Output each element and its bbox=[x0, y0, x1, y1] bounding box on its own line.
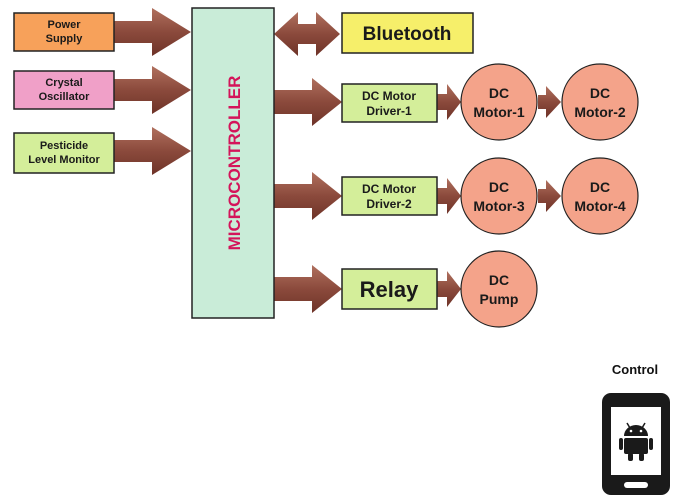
motor-3-line2: Motor-3 bbox=[473, 198, 525, 214]
crystal-oscillator-line2: Oscillator bbox=[39, 91, 90, 103]
motor-2-line2: Motor-2 bbox=[574, 104, 626, 120]
driver-2-line2: Driver-2 bbox=[366, 197, 412, 211]
arrow-controller-to-relay bbox=[274, 265, 342, 313]
driver-1-line2: Driver-1 bbox=[366, 104, 412, 118]
dc-motor-1-circle: DC Motor-1 bbox=[460, 63, 538, 141]
crystal-oscillator-block: Crystal Oscillator bbox=[13, 70, 115, 110]
android-phone-icon bbox=[602, 393, 670, 495]
relay-block: Relay bbox=[341, 268, 438, 310]
dc-pump-circle: DC Pump bbox=[460, 250, 538, 328]
pump-line1: DC bbox=[489, 272, 509, 288]
arrow-controller-bluetooth bbox=[274, 12, 340, 56]
dc-motor-driver-1-block: DC Motor Driver-1 bbox=[341, 83, 438, 123]
arrow-motor-3-to-motor-4 bbox=[538, 180, 561, 212]
arrow-controller-to-driver-1 bbox=[274, 78, 342, 126]
arrow-oscillator-to-controller bbox=[114, 66, 191, 114]
arrow-power-to-controller bbox=[114, 8, 191, 56]
dc-motor-driver-2-block: DC Motor Driver-2 bbox=[341, 176, 438, 216]
pump-line2: Pump bbox=[480, 291, 519, 307]
control-label: Control bbox=[611, 362, 659, 377]
power-supply-block: Power Supply bbox=[13, 12, 115, 52]
motor-3-line1: DC bbox=[489, 179, 509, 195]
driver-1-line1: DC Motor bbox=[362, 89, 416, 103]
relay-label: Relay bbox=[360, 277, 419, 302]
dc-motor-3-circle: DC Motor-3 bbox=[460, 157, 538, 235]
dc-motor-4-circle: DC Motor-4 bbox=[561, 157, 639, 235]
pesticide-level-monitor-block: Pesticide Level Monitor bbox=[13, 132, 115, 174]
pesticide-monitor-line1: Pesticide bbox=[40, 140, 88, 152]
arrow-driver-2-to-motor-3 bbox=[437, 178, 461, 214]
arrow-relay-to-pump bbox=[437, 271, 461, 307]
microcontroller-label: MICROCONTROLLER bbox=[225, 76, 244, 251]
motor-1-line2: Motor-1 bbox=[473, 104, 525, 120]
crystal-oscillator-line1: Crystal bbox=[45, 77, 82, 89]
bluetooth-label: Bluetooth bbox=[363, 24, 452, 45]
arrow-driver-1-to-motor-1 bbox=[437, 84, 461, 120]
driver-2-line1: DC Motor bbox=[362, 182, 416, 196]
motor-1-line1: DC bbox=[489, 85, 509, 101]
motor-4-line2: Motor-4 bbox=[574, 198, 626, 214]
arrow-pesticide-to-controller bbox=[114, 127, 191, 175]
pesticide-monitor-line2: Level Monitor bbox=[28, 154, 100, 166]
power-supply-line1: Power bbox=[47, 19, 81, 31]
bluetooth-block: Bluetooth bbox=[341, 12, 474, 54]
arrow-motor-1-to-motor-2 bbox=[538, 86, 561, 118]
motor-4-line1: DC bbox=[590, 179, 610, 195]
arrow-controller-to-driver-2 bbox=[274, 172, 342, 220]
motor-2-line1: DC bbox=[590, 85, 610, 101]
dc-motor-2-circle: DC Motor-2 bbox=[561, 63, 639, 141]
microcontroller-block: MICROCONTROLLER bbox=[191, 7, 275, 319]
power-supply-line2: Supply bbox=[46, 33, 84, 45]
